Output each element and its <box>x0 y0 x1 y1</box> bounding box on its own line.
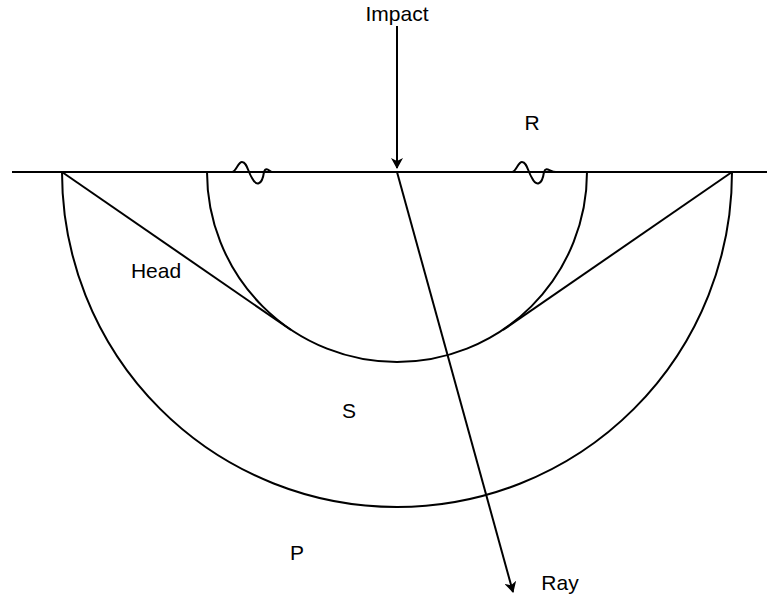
wave-label: R <box>524 112 539 133</box>
rayleigh-wavelet <box>512 162 556 183</box>
wave-label: Impact <box>365 3 428 24</box>
wave-label: Head <box>131 260 181 281</box>
head-wave <box>503 172 732 330</box>
rayleigh-wavelet <box>232 162 272 183</box>
impact-arrow <box>396 26 398 168</box>
head-wave <box>62 172 291 330</box>
wave-label: Ray <box>541 572 578 593</box>
surface-line <box>12 171 767 173</box>
s-wavefront <box>207 172 587 362</box>
wave-label: S <box>342 400 356 421</box>
p-wavefront <box>62 172 732 507</box>
ray-arrow <box>397 172 513 592</box>
wave-label: P <box>290 542 304 563</box>
